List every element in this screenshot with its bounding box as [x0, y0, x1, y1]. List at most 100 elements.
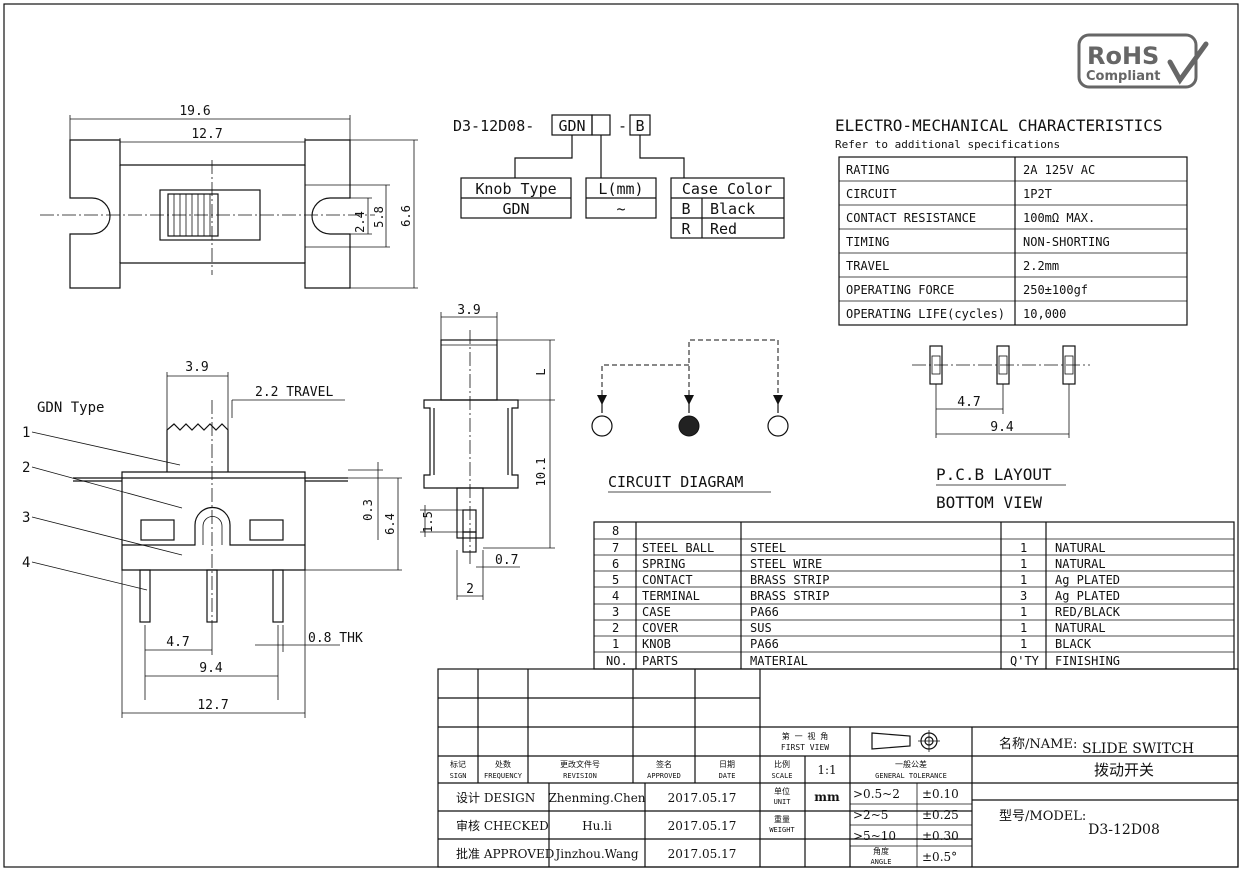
angle-en: ANGLE — [870, 858, 891, 866]
rohs-logo-text: RoHS — [1087, 42, 1159, 70]
rohs-logo-compliant: Compliant — [1086, 69, 1160, 84]
callout-2: 2 — [22, 460, 30, 476]
terminal-circle — [767, 415, 789, 437]
legend-color-name-1: Black — [710, 200, 755, 218]
bom-part: CASE — [642, 605, 671, 619]
side-dim-l: L — [534, 368, 548, 375]
top-view: 19.6 12.7 2.4 5.8 6.6 — [40, 104, 418, 289]
bom-finish: Ag PLATED — [1055, 589, 1120, 603]
model-code: D3-12D08- GDN - B — [453, 114, 685, 178]
top-dim-total: 6.6 — [399, 205, 413, 227]
pcb-layout: 4.7 9.4 P.C.B LAYOUT BOTTOM VIEW — [912, 345, 1090, 512]
scale-value: 1:1 — [817, 763, 836, 777]
tol-en: GENERAL TOLERANCE — [875, 772, 947, 780]
person-date: 2017.05.17 — [668, 791, 737, 805]
bom-no: 5 — [612, 573, 619, 587]
rev-head-cn: 更改文件号 — [560, 759, 600, 769]
front-dim-width: 12.7 — [197, 698, 228, 713]
bom-material: STEEL WIRE — [750, 557, 822, 571]
bom-material: PA66 — [750, 605, 779, 619]
bom-table: 8 7 STEEL BALL STEEL 1 NATURAL 6 SPRING … — [593, 521, 1235, 670]
bom-material: STEEL — [750, 541, 786, 555]
char-label: CIRCUIT — [846, 187, 897, 201]
unit-cn: 单位 — [774, 786, 790, 796]
char-value: NON-SHORTING — [1023, 235, 1110, 249]
top-dim-slot: 2.4 — [353, 211, 367, 233]
char-title: ELECTRO-MECHANICAL CHARACTERISTICS — [835, 116, 1163, 135]
tol-range: >2~5 — [853, 808, 888, 822]
person-name: Zhenming.Chen — [548, 791, 645, 805]
rev-head-en: SIGN — [450, 772, 467, 780]
front-dim-cover: 0.3 — [361, 499, 375, 521]
legend-color-name-2: Red — [710, 220, 737, 238]
model-label: 型号/MODEL: — [999, 809, 1086, 824]
pcb-dim-pitch: 4.7 — [957, 395, 980, 410]
first-view-en: FIRST VIEW — [781, 743, 829, 752]
bom-qty: 1 — [1020, 573, 1027, 587]
legend-color-header: Case Color — [682, 180, 772, 198]
unit-en: UNIT — [774, 798, 792, 806]
front-travel: 2.2 TRAVEL — [255, 385, 333, 400]
char-label: RATING — [846, 163, 889, 177]
side-view: 3.9 L 10.1 1.5 0.7 2 — [420, 303, 555, 600]
person-role: 设计 DESIGN — [456, 791, 535, 805]
pcb-label: P.C.B LAYOUT — [936, 465, 1052, 484]
bom-qty: 1 — [1020, 557, 1027, 571]
callout-1: 1 — [22, 425, 30, 441]
tol-value: ±0.25 — [922, 808, 959, 822]
name-en: SLIDE SWITCH — [1082, 741, 1194, 757]
bom-qty: 1 — [1020, 621, 1027, 635]
rev-head-cn: 处数 — [495, 759, 511, 769]
legend-length-header: L(mm) — [598, 180, 643, 198]
front-thk: 0.8 THK — [308, 631, 363, 646]
front-dim-body: 6.4 — [383, 513, 397, 535]
rev-head-en: APPROVED — [647, 772, 681, 780]
weight-cn: 重量 — [774, 814, 790, 824]
legend: Knob Type GDN L(mm) ~ Case Color B Black… — [460, 177, 785, 239]
legend-knob-header: Knob Type — [475, 180, 556, 198]
bom-header-part: PARTS — [642, 654, 678, 668]
rev-head-en: FREQUENCY — [484, 772, 523, 780]
char-label: CONTACT RESISTANCE — [846, 211, 976, 225]
rev-head-en: REVISION — [563, 772, 597, 780]
tol-value: ±0.5° — [922, 850, 957, 864]
bom-finish: NATURAL — [1055, 541, 1106, 555]
rev-head-cn: 签名 — [656, 759, 672, 769]
char-value: 10,000 — [1023, 307, 1066, 321]
weight-en: WEIGHT — [769, 826, 795, 834]
person-role: 批准 APPROVED — [456, 846, 554, 861]
common-terminal-circle — [678, 415, 700, 437]
bom-part: STEEL BALL — [642, 541, 714, 555]
front-dim-pitch: 4.7 — [166, 635, 189, 650]
legend-color-code-1: B — [681, 200, 690, 218]
tol-range: >0.5~2 — [853, 787, 900, 801]
char-value: 2.2mm — [1023, 259, 1059, 273]
bom-finish: NATURAL — [1055, 557, 1106, 571]
bom-qty: 1 — [1020, 541, 1027, 555]
bom-finish: RED/BLACK — [1055, 605, 1121, 619]
bom-material: BRASS STRIP — [750, 573, 829, 587]
unit-value: mm — [814, 790, 840, 804]
tol-value: ±0.30 — [922, 829, 959, 843]
bom-material: SUS — [750, 621, 772, 635]
side-dim-pin-len: 1.5 — [421, 511, 435, 533]
char-label: OPERATING FORCE — [846, 283, 954, 297]
bom-no: 6 — [612, 557, 619, 571]
bom-finish: NATURAL — [1055, 621, 1106, 635]
bom-no: 7 — [612, 541, 619, 555]
side-dim-total: 10.1 — [534, 458, 548, 487]
tol-range: >5~10 — [853, 829, 896, 843]
callout-3: 3 — [22, 510, 30, 526]
person-date: 2017.05.17 — [668, 819, 737, 833]
bom-material: PA66 — [750, 637, 779, 651]
bom-qty: 3 — [1020, 589, 1027, 603]
bom-no: 2 — [612, 621, 619, 635]
name-cn: 拨动开关 — [1094, 761, 1154, 779]
bom-header-no: NO. — [606, 654, 628, 668]
bom-header-finish: FINISHING — [1055, 654, 1120, 668]
bom-part: SPRING — [642, 557, 685, 571]
char-value: 1P2T — [1023, 187, 1052, 201]
bom-no: 4 — [612, 589, 619, 603]
callout-4: 4 — [22, 555, 30, 571]
char-label: TRAVEL — [846, 259, 889, 273]
